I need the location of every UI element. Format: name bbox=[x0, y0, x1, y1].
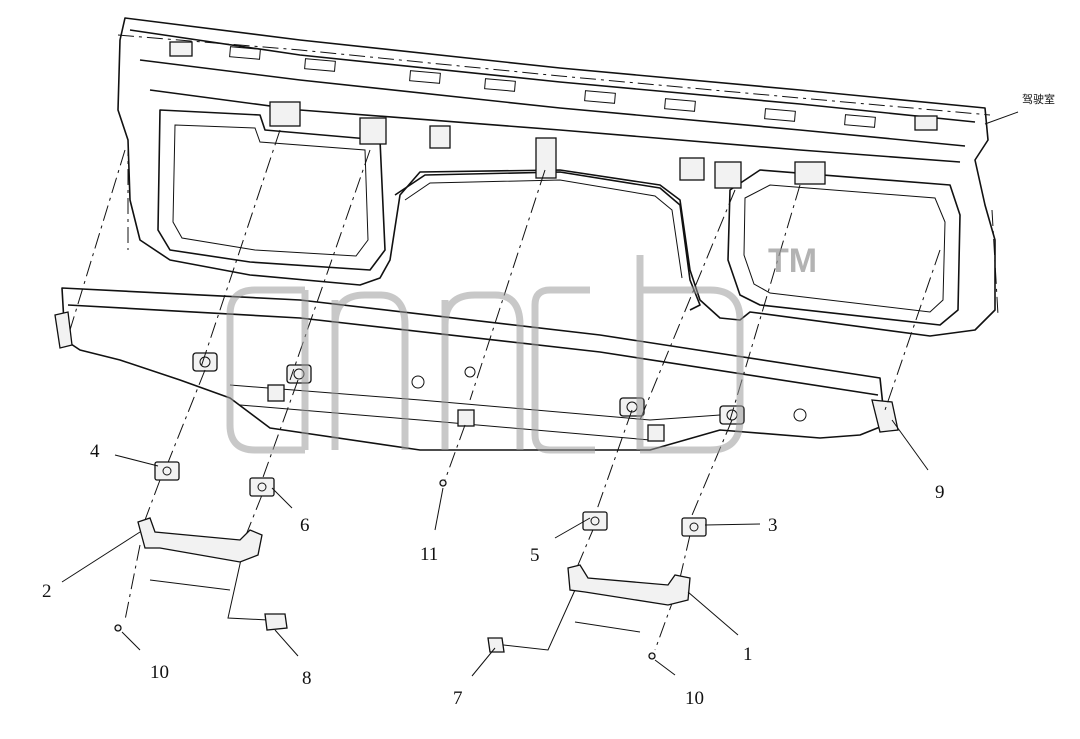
cab-front-panel bbox=[117, 17, 999, 337]
label-8: 8 bbox=[302, 668, 312, 689]
lower-trim-bar bbox=[54, 287, 899, 451]
assembly-axes bbox=[69, 129, 941, 651]
callout-labels: 1 2 3 4 5 6 7 8 9 10 10 11 驾驶室 bbox=[42, 92, 1055, 709]
part-4-clip bbox=[154, 461, 180, 481]
part-7-cap bbox=[487, 637, 505, 653]
label-7: 7 bbox=[453, 688, 463, 709]
part-11-screw bbox=[439, 479, 447, 487]
leader-lines bbox=[61, 111, 1019, 677]
watermark: TM bbox=[226, 242, 817, 454]
cab-label: 驾驶室 bbox=[1022, 92, 1055, 106]
part-10-screw-right bbox=[648, 652, 656, 660]
watermark-trademark: TM bbox=[768, 242, 817, 280]
label-11: 11 bbox=[420, 544, 438, 565]
label-3: 3 bbox=[768, 515, 778, 536]
label-9: 9 bbox=[935, 482, 945, 503]
label-10-left: 10 bbox=[150, 662, 169, 683]
part-3-clip bbox=[681, 517, 707, 537]
label-6: 6 bbox=[300, 515, 310, 536]
label-10-right: 10 bbox=[685, 688, 704, 709]
label-2: 2 bbox=[42, 581, 52, 602]
loose-parts bbox=[114, 461, 707, 660]
part-6-clip bbox=[249, 477, 275, 497]
label-4: 4 bbox=[90, 441, 100, 462]
part-8-cap bbox=[264, 613, 288, 631]
label-5: 5 bbox=[530, 545, 540, 566]
label-1: 1 bbox=[743, 644, 753, 665]
part-2-grab-handle bbox=[137, 517, 263, 563]
part-10-screw-left bbox=[114, 624, 122, 632]
part-1-grab-handle bbox=[567, 564, 691, 606]
part-5-clip bbox=[582, 511, 608, 531]
